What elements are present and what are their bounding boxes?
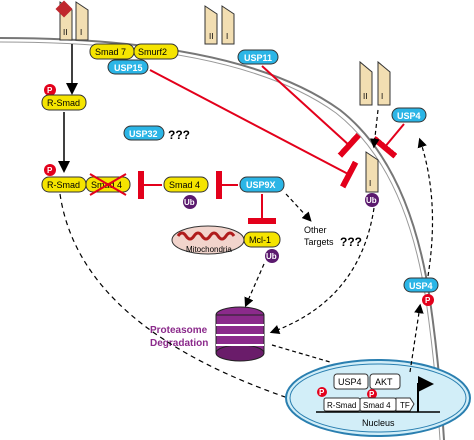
usp15-label: USP15 — [114, 63, 143, 73]
other-targets-line1: Other — [304, 225, 327, 235]
p-badge-2: P — [47, 166, 53, 175]
ub-badge-receptor: Ub — [366, 196, 377, 205]
nucleus-label: Nucleus — [362, 418, 395, 428]
proteasome — [215, 306, 265, 362]
receptor-3-domain-a: II — [363, 92, 367, 101]
usp32-label: USP32 — [129, 129, 158, 139]
usp4-cyto-label: USP4 — [409, 281, 433, 291]
r-smad-nuc-label: R-Smad — [327, 401, 356, 410]
receptor-1-domain-b: I — [80, 28, 82, 37]
r-smad-smad4-complex: P R-Smad Smad 4 — [41, 164, 131, 196]
usp4-membrane-label: USP4 — [397, 111, 421, 121]
akt-label: AKT — [375, 377, 393, 387]
mitochondria-label: Mitochondria — [186, 245, 232, 254]
receptor-complex-3: II I — [359, 60, 391, 106]
p-badge-usp4: P — [425, 296, 431, 305]
smurf2-label: Smurf2 — [138, 47, 167, 57]
ub-badge-smad4: Ub — [184, 198, 195, 207]
proteasome-label-2: Degradation — [150, 338, 208, 349]
other-targets-line2: Targets — [304, 237, 334, 247]
r-smad-upper: P R-Smad — [41, 84, 87, 111]
p-badge-1: P — [47, 86, 53, 95]
mitochondria: Mitochondria — [171, 225, 245, 255]
receptor-complex-1: II I — [55, 0, 89, 41]
smad4-nuc-label: Smad 4 — [363, 401, 391, 410]
internalized-receptor: I — [365, 151, 379, 193]
tf-label: TF — [400, 401, 410, 410]
p-badge-akt: P — [369, 390, 375, 399]
receptor-complex-2: II I — [204, 5, 235, 45]
smad4-label: Smad 4 — [169, 180, 200, 190]
ub-badge-mcl1: Ub — [266, 252, 277, 261]
receptor-3-domain-b: I — [381, 92, 383, 101]
usp4-nuc-label: USP4 — [338, 377, 362, 387]
p-badge-nuc: P — [319, 388, 325, 397]
usp11-label: USP11 — [244, 53, 272, 63]
r-smad-label-1: R-Smad — [47, 98, 80, 108]
mcl1-label: Mcl-1 — [249, 235, 271, 245]
receptor-2-domain-a: II — [209, 32, 213, 41]
internalized-receptor-domain: I — [369, 179, 371, 188]
usp9x-label: USP9X — [246, 180, 276, 190]
smad7-label: Smad 7 — [95, 47, 126, 57]
receptor-1-domain-a: II — [63, 28, 67, 37]
receptor-2-domain-b: I — [226, 32, 228, 41]
other-targets-question: ??? — [340, 235, 362, 249]
usp32-question: ??? — [168, 128, 190, 142]
proteasome-label-1: Proteasome — [150, 325, 208, 336]
r-smad-label-2: R-Smad — [47, 180, 80, 190]
